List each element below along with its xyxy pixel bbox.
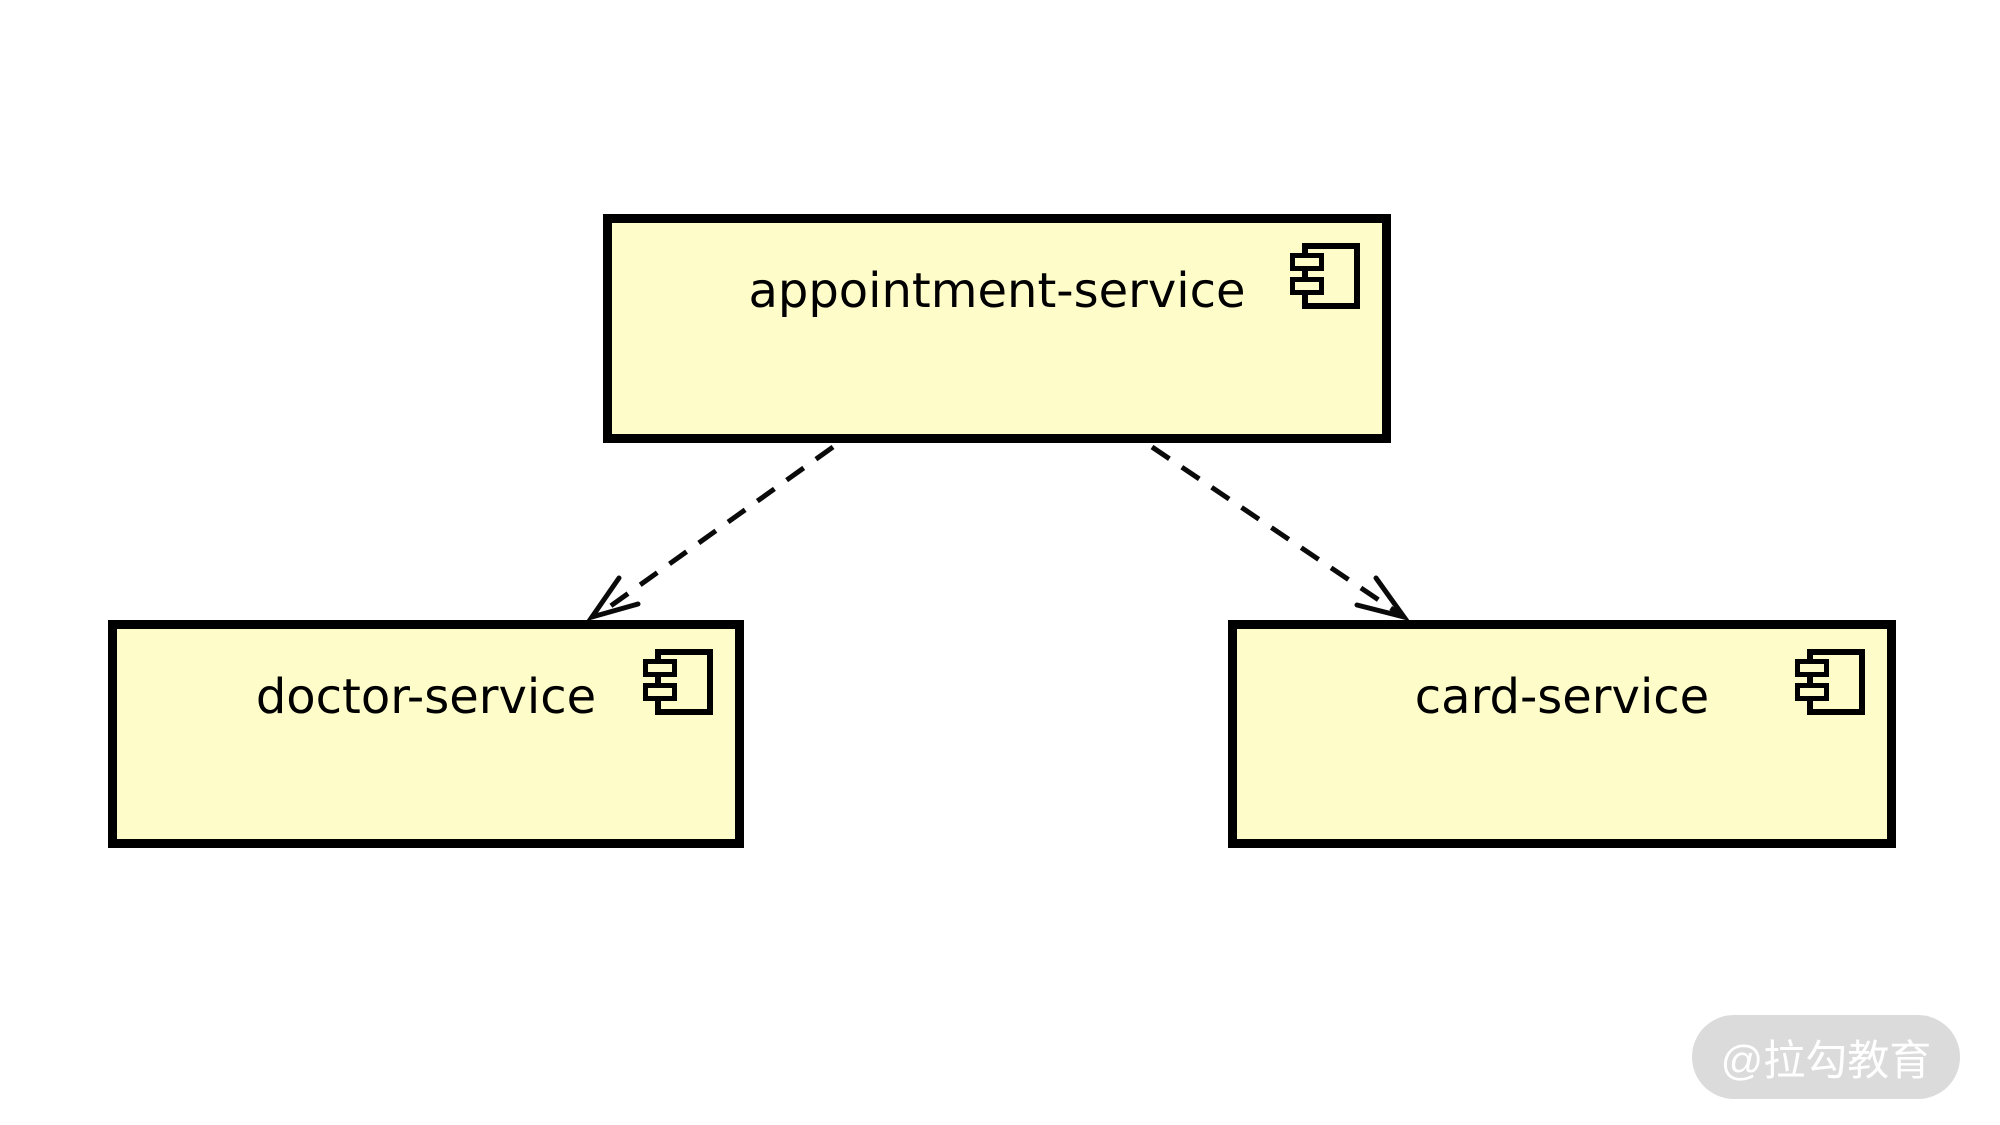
uml-component-icon — [643, 649, 713, 715]
watermark-text: @拉勾教育 — [1720, 1036, 1932, 1084]
component-card-service: card-service — [1228, 620, 1896, 848]
watermark-badge: @拉勾教育 — [1692, 1015, 1960, 1099]
uml-component-icon — [1795, 649, 1865, 715]
dependency-arrow-appointment-to-doctor — [585, 444, 835, 622]
component-label: appointment-service — [748, 263, 1246, 319]
uml-component-icon — [1290, 243, 1360, 309]
dependency-arrow-appointment-to-card — [1150, 444, 1411, 622]
component-label: doctor-service — [255, 669, 597, 725]
component-doctor-service: doctor-service — [108, 620, 744, 848]
component-label: card-service — [1414, 669, 1710, 725]
component-appointment-service: appointment-service — [603, 214, 1391, 443]
